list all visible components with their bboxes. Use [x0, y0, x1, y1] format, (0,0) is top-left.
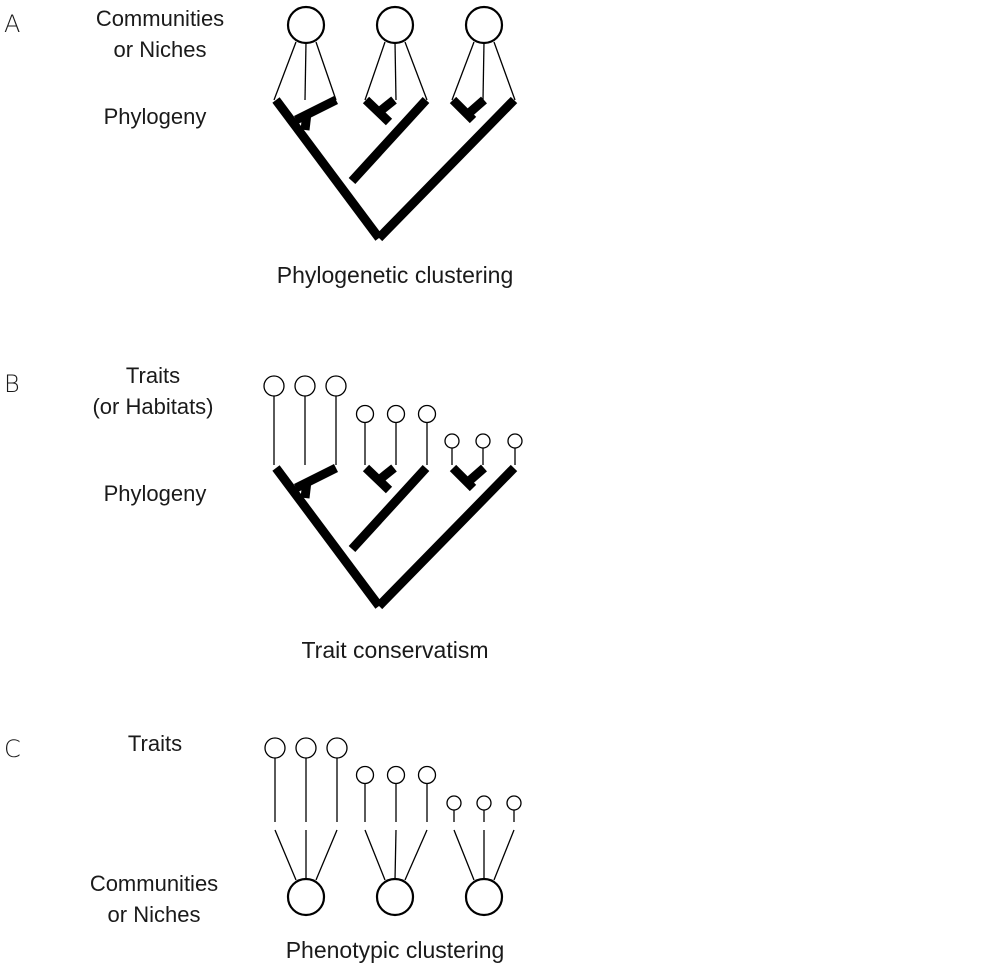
trait-circle: [326, 737, 348, 759]
phylogeny-branch: [376, 464, 397, 484]
trait-circle: [444, 433, 460, 449]
phylogeny-branch: [272, 97, 383, 241]
community-link: [364, 829, 386, 881]
community-link: [404, 829, 428, 881]
community-link: [315, 41, 337, 101]
trait-circle: [417, 404, 437, 424]
community-circle: [464, 5, 504, 45]
panel-letter-b: B: [4, 370, 20, 398]
phylogeny-branch: [300, 480, 312, 499]
phylogeny-branch: [375, 464, 518, 610]
trait-circle: [506, 795, 522, 811]
phylogeny-branch: [376, 96, 397, 116]
phylogeny-branch: [362, 96, 393, 126]
trait-circle: [264, 737, 286, 759]
community-link: [493, 829, 515, 881]
phylogeny-branch: [348, 96, 430, 185]
community-link: [394, 41, 397, 101]
trait-circle: [475, 433, 491, 449]
trait-circle: [386, 404, 406, 424]
label-line: Traits: [125, 363, 181, 388]
community-circle: [464, 877, 504, 917]
panel-letter-c: C: [4, 735, 21, 763]
trait-circle: [507, 433, 523, 449]
phylogeny-branch: [449, 464, 477, 492]
trait-circle: [476, 795, 492, 811]
label-line: Communities: [89, 871, 219, 896]
community-circle: [286, 5, 326, 45]
phylogeny-branch: [465, 464, 487, 486]
phylogeny-branch: [300, 112, 312, 131]
phylogeny-branch: [348, 464, 430, 553]
trait-circle: [417, 765, 437, 785]
panel-c-graphics: [264, 737, 522, 917]
panel-b-traits-label: Traits (or Habitats): [53, 360, 253, 422]
community-link: [493, 41, 516, 101]
trait-circle: [295, 737, 317, 759]
trait-circle: [355, 765, 375, 785]
panel-c-traits-label: Traits: [127, 731, 183, 756]
panel-b-graphics: [263, 375, 523, 610]
panel-a-graphics: [272, 5, 518, 242]
label-line: (or Habitats): [92, 394, 214, 419]
community-circle: [375, 5, 415, 45]
panel-c-caption: Phenotypic clustering: [285, 937, 505, 963]
label-line: or Niches: [113, 37, 207, 62]
panel-a-phylogeny-label: Phylogeny: [103, 104, 207, 129]
community-link: [404, 41, 428, 101]
label-line: or Niches: [107, 902, 201, 927]
community-link: [315, 829, 338, 881]
community-link: [453, 829, 475, 881]
phylogeny-branch: [362, 464, 393, 494]
trait-circle: [386, 765, 406, 785]
community-link: [394, 829, 397, 881]
phylogeny-branch: [465, 96, 487, 118]
trait-circle: [325, 375, 347, 397]
community-circle: [286, 877, 326, 917]
panel-letter-a: A: [4, 10, 21, 38]
panel-c-communities-label: Communities or Niches: [54, 868, 254, 930]
panel-b-phylogeny-label: Phylogeny: [103, 481, 207, 506]
phylogeny-branch: [272, 465, 383, 609]
trait-circle: [294, 375, 316, 397]
phylogeny-branch: [375, 96, 518, 242]
trait-circle: [355, 404, 375, 424]
panel-a-caption: Phylogenetic clustering: [276, 262, 514, 288]
panel-a-communities-label: Communities or Niches: [60, 3, 260, 65]
phylogeny-branch: [449, 96, 477, 124]
community-link: [274, 829, 297, 881]
community-link: [482, 41, 485, 101]
trait-circle: [446, 795, 462, 811]
community-link: [304, 41, 307, 101]
trait-circle: [263, 375, 285, 397]
label-line: Communities: [95, 6, 225, 31]
community-circle: [375, 877, 415, 917]
community-link: [451, 41, 475, 101]
community-link: [273, 41, 297, 101]
community-link: [364, 41, 386, 101]
panel-b-caption: Trait conservatism: [301, 637, 489, 663]
